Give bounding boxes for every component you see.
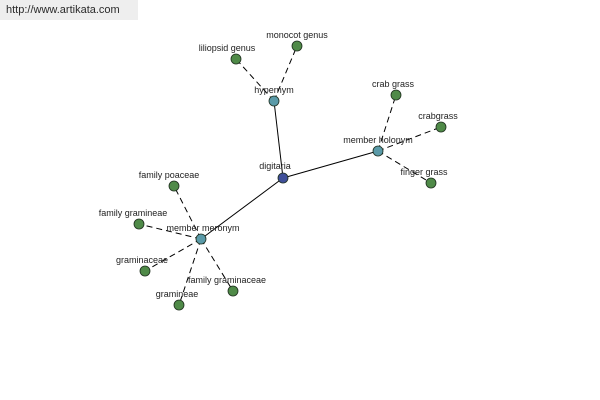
nodes-layer [133,40,447,311]
label-member-meronym: member meronym [166,223,239,233]
node-monocot-genus[interactable] [291,40,303,52]
label-family-poaceae: family poaceae [139,170,200,180]
edge-digitaria-to-hypernym [273,100,284,179]
node-family-graminaceae[interactable] [227,285,239,297]
label-crabgrass: crabgrass [418,111,458,121]
edge-member-meronym-to-gramineae [178,238,202,306]
node-member-holonym[interactable] [372,145,384,157]
site-url-watermark: http://www.artikata.com [0,0,138,20]
edge-member-meronym-to-family-gramineae [138,223,202,240]
edge-member-holonym-to-finger-grass [377,150,432,184]
node-family-gramineae[interactable] [133,218,145,230]
edge-member-meronym-to-graminaceae [144,238,202,272]
labels-layer: digitaria hypernym member holonym member me… [99,30,459,299]
edge-digitaria-to-member-meronym [200,177,284,240]
node-crab-grass[interactable] [390,89,402,101]
edge-member-meronym-to-family-graminaceae [200,238,234,292]
node-hypernym[interactable] [268,95,280,107]
label-crab-grass: crab grass [372,79,415,89]
node-graminaceae[interactable] [139,265,151,277]
node-digitaria[interactable] [277,172,289,184]
node-crabgrass[interactable] [435,121,447,133]
label-family-graminaceae: family graminaceae [188,275,266,285]
label-hypernym: hypernym [254,85,294,95]
edge-digitaria-to-member-holonym [282,150,379,179]
label-gramineae: gramineae [156,289,199,299]
label-family-gramineae: family gramineae [99,208,168,218]
node-family-poaceae[interactable] [168,180,180,192]
label-graminaceae: graminaceae [116,255,168,265]
label-monocot-genus: monocot genus [266,30,328,40]
label-member-holonym: member holonym [343,135,413,145]
node-liliopsid-genus[interactable] [230,53,242,65]
edge-member-holonym-to-crabgrass [377,126,442,152]
node-gramineae[interactable] [173,299,185,311]
label-liliopsid-genus: liliopsid genus [199,43,256,53]
label-finger-grass: finger grass [400,167,448,177]
edges-layer [138,45,442,306]
node-finger-grass[interactable] [425,177,437,189]
node-member-meronym[interactable] [195,233,207,245]
label-digitaria: digitaria [259,161,291,171]
